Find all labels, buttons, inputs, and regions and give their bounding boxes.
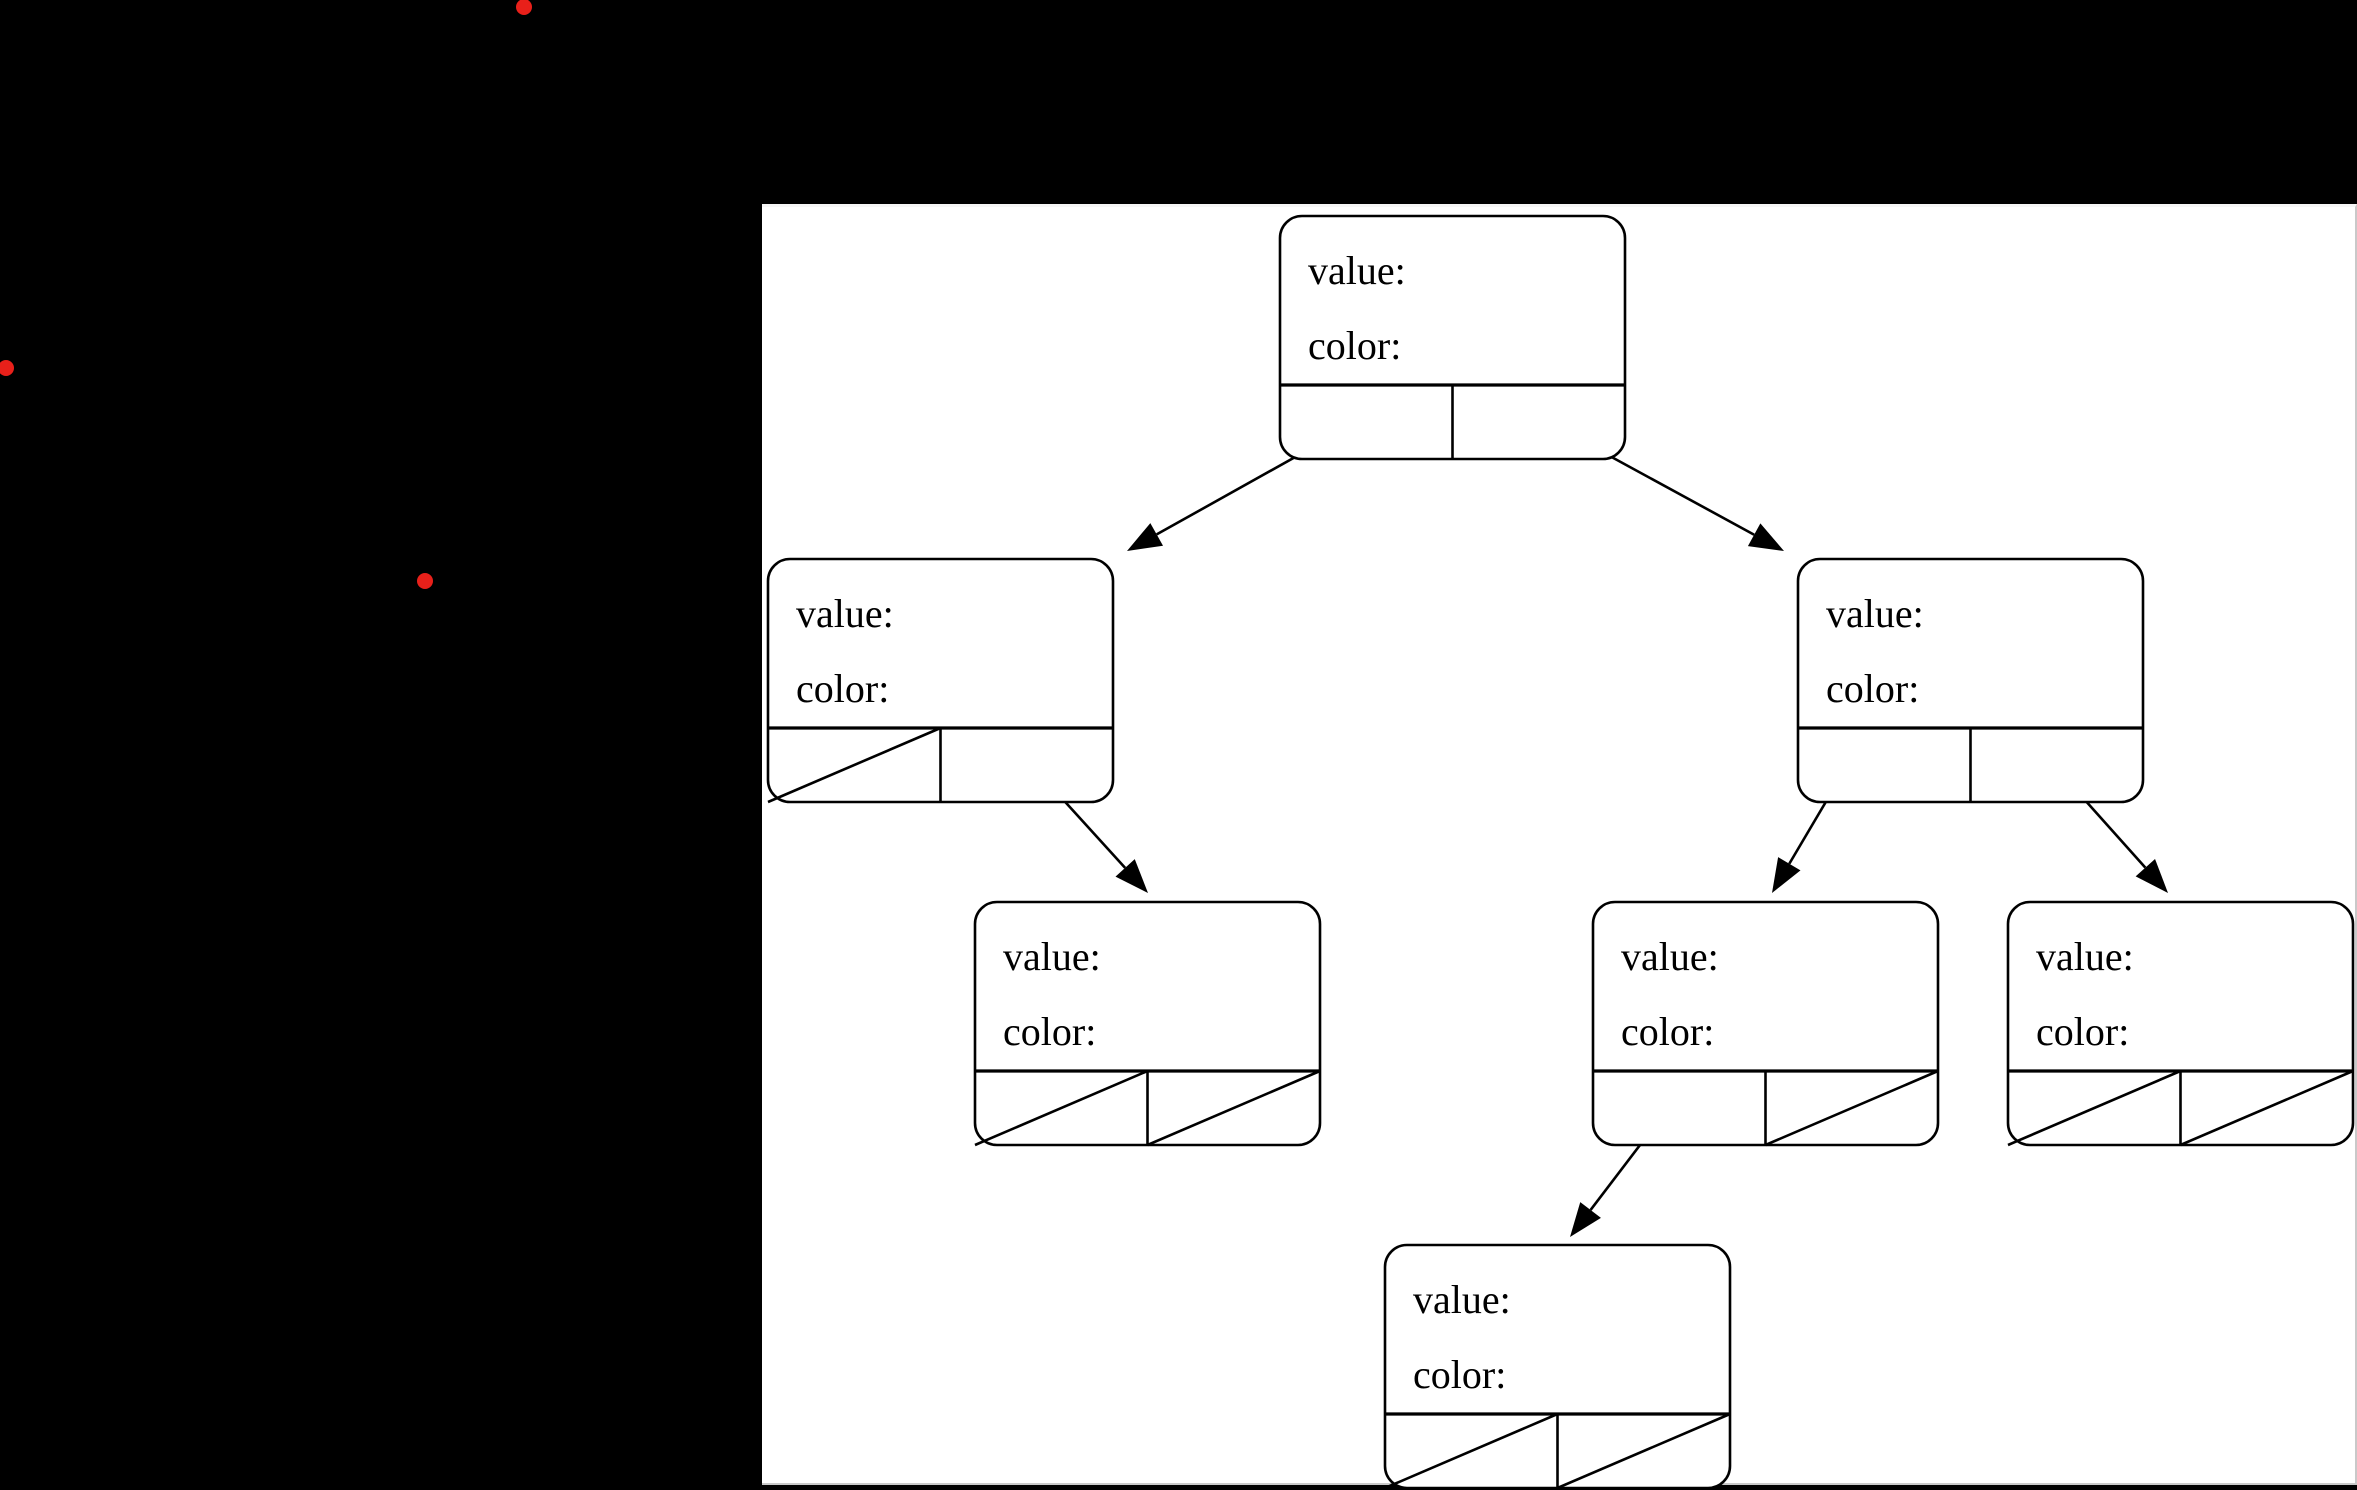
tree-node-root[interactable]: value: color: <box>1278 214 1627 461</box>
node-color-label: color: <box>1308 323 1401 368</box>
node-value-label: value: <box>1308 248 1406 293</box>
edge-arrowhead <box>1570 1202 1601 1237</box>
node-color-label: color: <box>1826 666 1919 711</box>
null-pointer-slash-left <box>1384 1412 1559 1488</box>
edge-arrowhead <box>1127 523 1164 551</box>
null-pointer-slash-left <box>767 726 942 804</box>
node-color-label: color: <box>2036 1009 2129 1054</box>
binary-tree-diagram: value:color:value:color:value:color:valu… <box>766 214 2355 1488</box>
null-pointer-slash-left <box>974 1069 1149 1147</box>
node-value-label: value: <box>1413 1277 1511 1322</box>
tree-node-right-right[interactable]: value: color: <box>2006 900 2355 1147</box>
marker-dot-left <box>0 360 14 376</box>
diagram-panel: value:color:value:color:value:color:valu… <box>762 204 2357 1488</box>
null-pointer-slash-right <box>2179 1069 2354 1147</box>
node-color-label: color: <box>1621 1009 1714 1054</box>
marker-dot-top <box>516 0 532 15</box>
node-value-label: value: <box>1826 591 1924 636</box>
tree-node-right[interactable]: value: color: <box>1796 557 2145 804</box>
null-pointer-slash-left <box>2007 1069 2182 1147</box>
tree-node-left[interactable]: value: color: <box>766 557 1115 804</box>
node-color-label: color: <box>796 666 889 711</box>
node-value-label: value: <box>1621 934 1719 979</box>
node-value-label: value: <box>1003 934 1101 979</box>
marker-dot-middle <box>417 573 433 589</box>
tree-node-right-left[interactable]: value: color: <box>1591 900 1940 1147</box>
edge-arrowhead <box>1772 857 1801 893</box>
node-value-label: value: <box>796 591 894 636</box>
node-value-label: value: <box>2036 934 2134 979</box>
null-pointer-slash-right <box>1764 1069 1939 1147</box>
node-box <box>1383 1243 1732 1488</box>
null-pointer-slash-right <box>1556 1412 1731 1488</box>
node-layer: value:color:value:color:value:color:valu… <box>766 214 2355 1488</box>
node-color-label: color: <box>1413 1352 1506 1397</box>
edge-arrowhead <box>2135 858 2168 893</box>
null-pointer-slash-right <box>1146 1069 1321 1147</box>
tree-node-deep[interactable]: value: color: <box>1383 1243 1732 1488</box>
tree-node-left-right[interactable]: value: color: <box>973 900 1322 1147</box>
edge-arrowhead <box>1115 859 1148 893</box>
edge-arrowhead <box>1747 523 1784 551</box>
node-color-label: color: <box>1003 1009 1096 1054</box>
